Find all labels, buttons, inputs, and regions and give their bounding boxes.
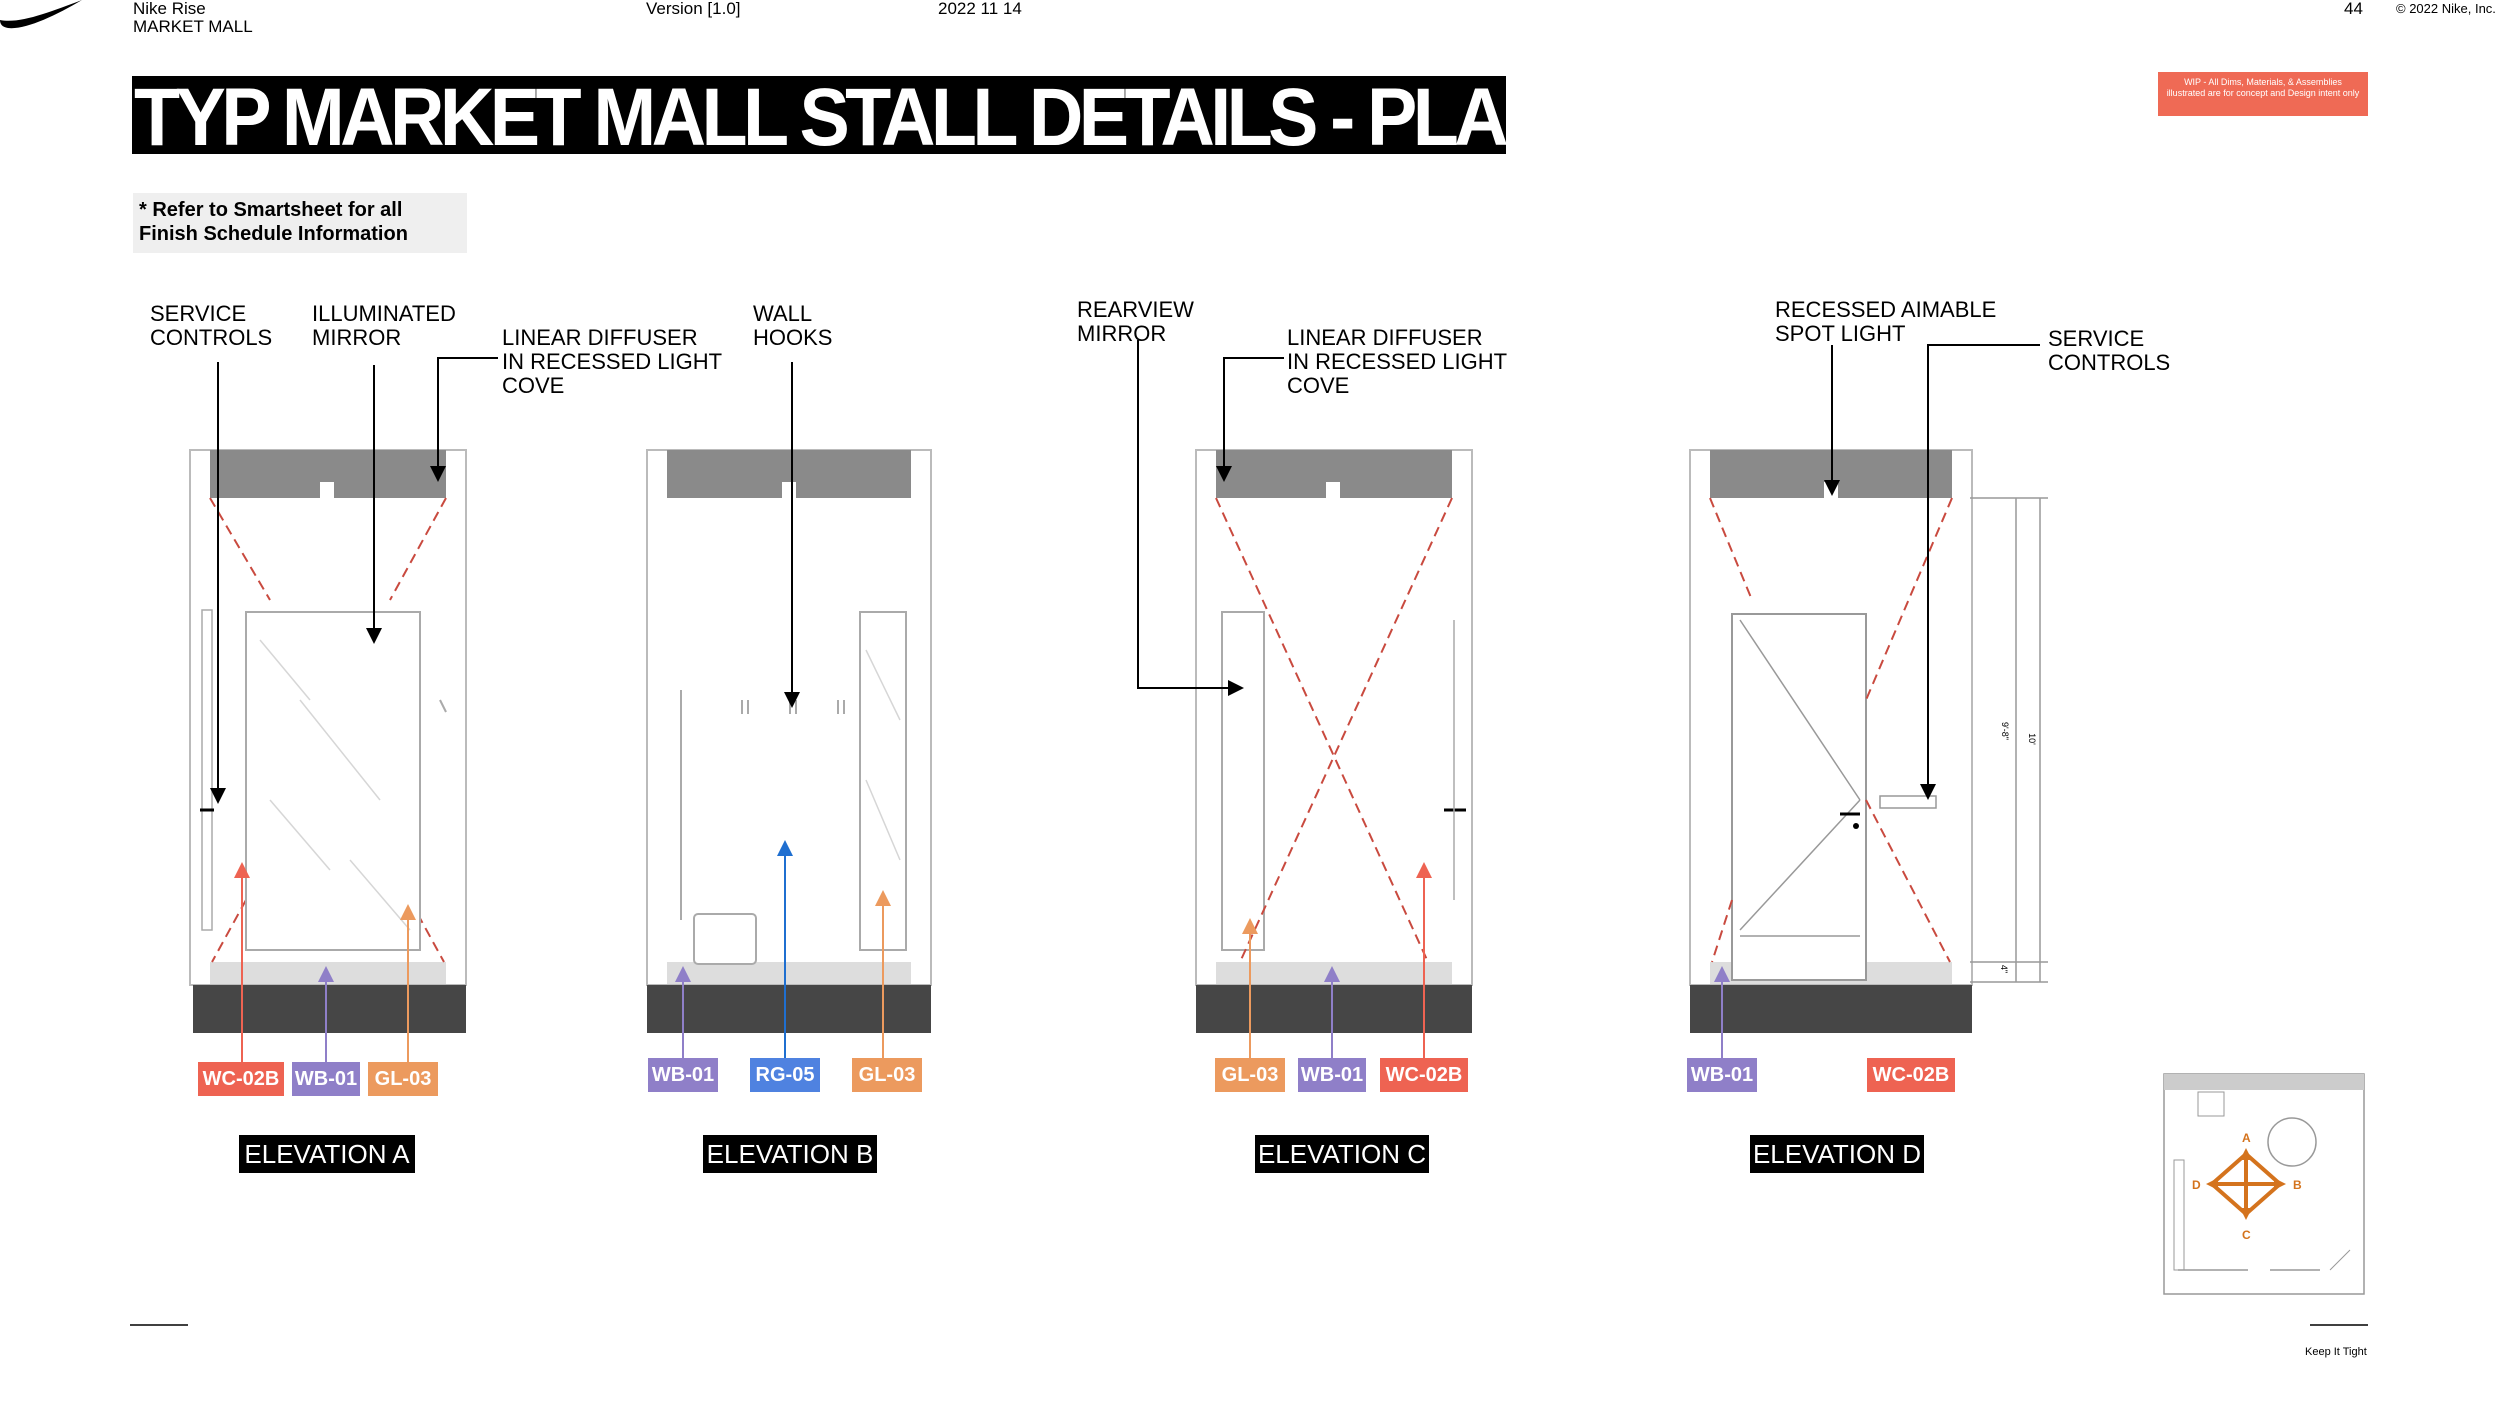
callout-c-rearview-mirror: REARVIEW MIRROR [1077, 297, 1194, 346]
elevation-a-drawing [189, 449, 467, 1033]
finish-tag-d-1: WB-01 [1687, 1058, 1757, 1092]
key-plan-label-c: C [2242, 1228, 2251, 1242]
callout-a-service-controls: SERVICE CONTROLS [150, 301, 273, 350]
page-title-bar: TYP MARKET MALL STALL DETAILS - PLANS [132, 76, 1506, 154]
finish-tag-b-1: WB-01 [648, 1058, 718, 1092]
finish-tag-b-2: RG-05 [750, 1058, 820, 1092]
callout-d-spot-light: RECESSED AIMABLE SPOT LIGHT [1775, 297, 1997, 346]
callout-a-illuminated-mirror: ILLUMINATED MIRROR [312, 301, 456, 350]
project-sub: MARKET MALL [133, 17, 253, 36]
wip-disclaimer: WIP - All Dims, Materials, & Assemblies … [2158, 72, 2368, 116]
project-name: Nike Rise [133, 0, 206, 18]
elevation-b-label: ELEVATION B [703, 1135, 877, 1173]
elevation-c-label: ELEVATION C [1255, 1135, 1429, 1173]
note-line-1: * Refer to Smartsheet for all [139, 199, 403, 221]
callout-b-wall-hooks: WALL HOOKS [753, 301, 833, 350]
key-plan-label-a: A [2242, 1131, 2251, 1145]
finish-tag-d-2: WC-02B [1867, 1058, 1955, 1092]
finish-tag-b-3: GL-03 [852, 1058, 922, 1092]
callout-a-linear-diffuser: LINEAR DIFFUSER IN RECESSED LIGHT COVE [502, 325, 723, 398]
finish-tag-a-3: GL-03 [368, 1062, 438, 1096]
nike-swoosh-logo [0, 0, 82, 29]
header-date: 2022 11 14 [938, 0, 1022, 18]
callout-c-linear-diffuser: LINEAR DIFFUSER IN RECESSED LIGHT COVE [1287, 325, 1508, 398]
callout-d-service-controls: SERVICE CONTROLS [2048, 326, 2171, 375]
finish-tag-c-3: WC-02B [1380, 1058, 1468, 1092]
elevation-c-drawing [1195, 449, 1473, 1033]
key-plan-label-d: D [2192, 1178, 2201, 1192]
page-number: 44 [2344, 0, 2363, 18]
finish-tag-c-2: WB-01 [1298, 1058, 1366, 1092]
elevation-a-label: ELEVATION A [239, 1135, 415, 1173]
elevation-d-label: ELEVATION D [1750, 1135, 1924, 1173]
elevation-d-drawing [1689, 449, 2048, 1033]
dim-inner: 9'-8" [1999, 722, 2010, 740]
finish-tag-a-1: WC-02B [198, 1062, 284, 1096]
dim-overall: 10' [2026, 733, 2037, 745]
finish-tag-a-2: WB-01 [292, 1062, 360, 1096]
key-plan-label-b: B [2293, 1178, 2302, 1192]
finish-tag-c-1: GL-03 [1215, 1058, 1285, 1092]
note-line-2: Finish Schedule Information [139, 223, 408, 245]
page-title: TYP MARKET MALL STALL DETAILS - PLANS [134, 76, 1506, 154]
header-version: Version [1.0] [646, 0, 741, 18]
footer-tagline: Keep It Tight [2305, 1346, 2367, 1358]
key-plan [2163, 1073, 2365, 1295]
elevation-b-drawing [646, 449, 932, 1033]
header-project: Nike Rise MARKET MALL [133, 0, 253, 36]
dim-base: 4" [1999, 964, 2010, 974]
copyright: © 2022 Nike, Inc. [2396, 1, 2496, 16]
finish-schedule-note: * Refer to Smartsheet for all Finish Sch… [133, 193, 467, 253]
